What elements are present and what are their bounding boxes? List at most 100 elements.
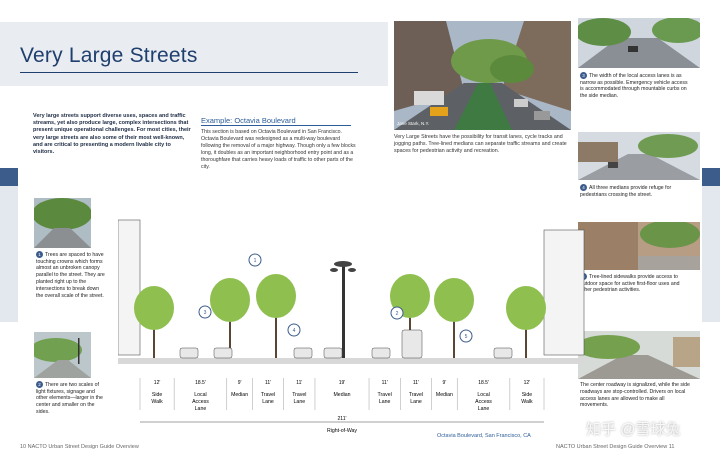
segment-label: Lane	[195, 406, 207, 412]
segment-dimension: 18.5'	[478, 380, 489, 386]
tree-crown	[506, 286, 546, 330]
car	[213, 347, 233, 359]
segment-label: Side	[152, 392, 162, 398]
segment-dimension: 9'	[238, 380, 242, 386]
building-right	[543, 229, 585, 356]
intro-paragraph: Very large streets support diverse uses,…	[33, 113, 191, 156]
segment-label: Access	[192, 399, 209, 405]
segment-label: Lane	[262, 399, 274, 405]
segment-label: Side	[522, 392, 532, 398]
tree-trunk	[275, 306, 277, 358]
car	[371, 347, 391, 359]
segment-dimension: 18.5'	[195, 380, 206, 386]
callouts-group: 1 2 3 4 5	[198, 253, 473, 343]
callout-number: 3	[204, 310, 207, 316]
segment-label: Local	[194, 392, 206, 398]
example-rule	[201, 125, 351, 126]
callout-number: 2	[396, 311, 399, 317]
photo-median	[578, 132, 700, 180]
callout-number: 5	[465, 334, 468, 340]
note-6: The center roadway is signalized, while …	[580, 382, 692, 409]
callout-badge: 4	[580, 184, 587, 191]
callout-marker	[459, 329, 473, 343]
footer-left: 10 NACTO Urban Street Design Guide Overv…	[20, 444, 139, 450]
car	[179, 347, 199, 359]
photo-center-roadway	[578, 331, 700, 379]
segment-label: Walk	[151, 399, 163, 405]
segment-label: Travel	[292, 392, 306, 398]
note-3-text: The width of the local access lanes is a…	[580, 72, 688, 100]
tree-crown	[256, 274, 296, 318]
segment-label: Lane	[379, 399, 391, 405]
segment-label: Lane	[478, 406, 490, 412]
note-2-text: There are two scales of light fixtures, …	[36, 381, 103, 416]
callout-number: 4	[293, 328, 296, 334]
total-width: 211'	[338, 416, 347, 422]
photo-sidewalk	[578, 222, 700, 270]
segment-label: Walk	[521, 399, 533, 405]
callout-badge: 2	[36, 381, 43, 388]
ground	[118, 358, 584, 364]
segment-label: Median	[231, 392, 248, 398]
segment-dimension: 11'	[382, 380, 388, 386]
header-band	[0, 22, 388, 86]
note-1-text: Trees are spaced to have touching crowns…	[36, 251, 105, 299]
note-4-text: All three medians provide refuge for ped…	[580, 184, 672, 198]
side-band-right	[702, 168, 720, 188]
page-title: Very Large Streets	[20, 44, 198, 67]
side-band-right-light	[702, 186, 720, 322]
callout-badge: 3	[580, 72, 587, 79]
callout-badge: 1	[36, 251, 43, 258]
segment-label: Local	[477, 392, 489, 398]
photo-local-lane	[578, 18, 700, 68]
segment-dimension: 9'	[443, 380, 447, 386]
photo-trees-image	[34, 198, 91, 248]
photo-local-lane-image	[578, 18, 700, 68]
car	[293, 347, 313, 359]
segment-dimension: 12'	[524, 380, 531, 386]
side-band-left	[0, 168, 18, 188]
segment-label: Median	[333, 392, 350, 398]
tree-crown	[434, 278, 474, 322]
segment-label: Lane	[294, 399, 306, 405]
title-rule	[20, 72, 358, 73]
segment-label: Lane	[410, 399, 422, 405]
tree-crown	[390, 274, 430, 318]
truck	[401, 329, 423, 359]
main-photo-caption: Very Large Streets have the possibility …	[394, 134, 567, 154]
callout-marker	[390, 306, 404, 320]
footer-right: NACTO Urban Street Design Guide Overview…	[556, 444, 675, 450]
photo-light-fixtures	[34, 332, 91, 378]
callout-marker	[248, 253, 262, 267]
segment-dimension: 19'	[339, 380, 346, 386]
tree-crown	[210, 278, 250, 322]
callout-marker	[287, 323, 301, 337]
segment-label: Travel	[261, 392, 275, 398]
callout-number: 1	[254, 258, 257, 264]
segment-dimension: 11'	[296, 380, 302, 386]
lane-segments: 12'SideWalk18.5'LocalAccessLane9'Median1…	[139, 378, 545, 412]
example-body: This section is based on Octavia Bouleva…	[201, 129, 356, 170]
building-left	[117, 219, 141, 356]
street-section-svg: 12'SideWalk18.5'LocalAccessLane9'Median1…	[117, 219, 585, 434]
photo-center-roadway-image	[578, 331, 700, 379]
street-photo	[394, 21, 571, 130]
segment-label: Access	[475, 399, 492, 405]
photo-median-image	[578, 132, 700, 180]
side-band-left-light	[0, 186, 18, 322]
photo-credit: Jane Stark, N.Y.	[397, 121, 430, 126]
tree-trunk	[453, 310, 455, 358]
callout-marker	[198, 305, 212, 319]
street-photo-image	[394, 21, 571, 130]
photo-trees	[34, 198, 91, 248]
note-5: 5Tree-lined sidewalks provide access to …	[580, 273, 690, 294]
segment-dimension: 11'	[413, 380, 419, 386]
note-5-text: Tree-lined sidewalks provide access to o…	[580, 273, 680, 294]
photo-sidewalk-image	[578, 222, 700, 270]
segment-label: Median	[436, 392, 453, 398]
